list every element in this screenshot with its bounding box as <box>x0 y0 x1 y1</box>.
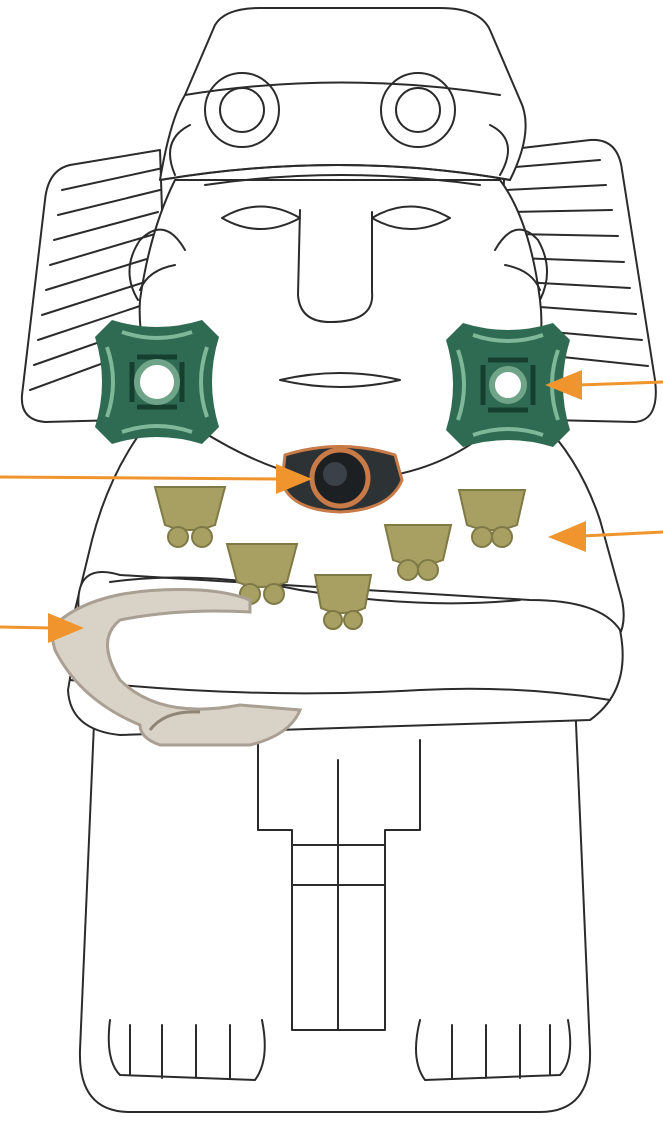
left-jade-earspool <box>95 320 219 444</box>
headdress-top <box>160 8 526 185</box>
statue-outline <box>22 8 656 1112</box>
lower-body-outline <box>80 700 590 1112</box>
